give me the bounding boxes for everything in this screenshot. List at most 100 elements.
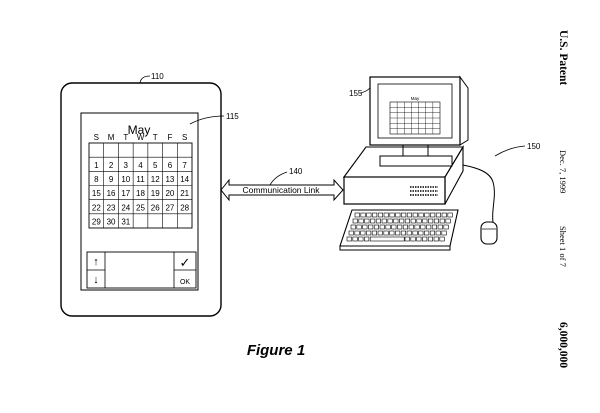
keyboard-key — [352, 236, 358, 242]
keyboard-key — [358, 236, 364, 242]
keyboard-key — [404, 236, 410, 242]
monitor-calendar-month: May — [411, 96, 420, 101]
calendar-date[interactable]: 25 — [136, 203, 145, 212]
keyboard-key — [412, 230, 418, 236]
keyboard-key — [369, 236, 405, 242]
calendar-date[interactable]: 9 — [109, 175, 114, 184]
keyboard-key — [391, 224, 397, 230]
link-double-arrow — [220, 178, 344, 202]
figure-caption: Figure 1 — [247, 342, 305, 359]
calendar-date[interactable]: 16 — [107, 189, 116, 198]
keyboard-key — [397, 224, 403, 230]
calendar-date[interactable]: 5 — [153, 161, 158, 170]
keyboard-key — [418, 230, 424, 236]
keyboard-key — [395, 230, 401, 236]
calendar-date[interactable]: 29 — [92, 218, 101, 227]
calendar-date[interactable]: 4 — [138, 161, 143, 170]
calendar-date[interactable]: 30 — [107, 218, 116, 227]
calendar-date[interactable]: 24 — [121, 203, 130, 212]
calendar-date[interactable]: 26 — [151, 203, 160, 212]
calendar-month: May — [128, 123, 151, 137]
keyboard-key — [441, 212, 447, 218]
keyboard-key — [379, 224, 385, 230]
keyboard-key — [368, 224, 374, 230]
scroll-down-icon[interactable]: ↓ — [93, 274, 99, 286]
keyboard-key — [435, 230, 441, 236]
calendar-date[interactable]: 20 — [165, 189, 174, 198]
keyboard-key — [435, 212, 442, 218]
keyboard-key — [352, 218, 358, 224]
keyboard-key — [447, 212, 453, 218]
mouse-cable — [462, 164, 495, 223]
calendar-weekday: M — [108, 133, 115, 142]
keyboard-key — [428, 218, 434, 224]
calendar-date[interactable]: 2 — [109, 161, 114, 170]
calendar-date[interactable]: 3 — [124, 161, 129, 170]
keyboard-outline — [339, 209, 459, 247]
keyboard-key — [346, 236, 352, 242]
check-icon[interactable]: ✓ — [180, 255, 191, 270]
keyboard-key — [370, 218, 376, 224]
keyboard-key — [372, 212, 378, 218]
communication-link: Communication Link 140 — [220, 167, 344, 202]
ref-label-155: 155 — [349, 89, 363, 98]
calendar-date[interactable]: 12 — [151, 175, 160, 184]
patent-sheet: Sheet 1 of 7 — [558, 226, 568, 267]
calendar-date[interactable]: 19 — [151, 189, 160, 198]
keyboard-key — [358, 218, 364, 224]
calendar-date[interactable]: 22 — [92, 203, 101, 212]
calendar-date[interactable]: 27 — [165, 203, 174, 212]
keyboard-key — [400, 230, 407, 236]
monitor-side — [459, 75, 469, 146]
calendar-weekday: S — [182, 133, 187, 142]
ref-leader-155 — [359, 87, 371, 94]
ref-label-150: 150 — [527, 142, 541, 151]
calendar-date[interactable]: 1 — [94, 161, 99, 170]
keyboard-key — [408, 224, 414, 230]
keyboard-keys — [346, 212, 453, 242]
calendar-date[interactable]: 7 — [182, 161, 187, 170]
keyboard-key — [424, 212, 430, 218]
calendar-date[interactable]: 14 — [180, 175, 189, 184]
calendar-date[interactable]: 23 — [107, 203, 116, 212]
calendar-date[interactable]: 8 — [94, 175, 99, 184]
ref-label-110: 110 — [151, 72, 164, 81]
ref-leader-140 — [269, 171, 288, 186]
keyboard-key — [426, 224, 432, 230]
keyboard-key — [375, 218, 382, 224]
calendar-date[interactable]: 17 — [121, 189, 130, 198]
calendar-date[interactable]: 15 — [92, 189, 101, 198]
keyboard-key — [416, 218, 422, 224]
keyboard-key — [404, 218, 411, 224]
keyboard-key — [354, 212, 360, 218]
scroll-up-icon[interactable]: ↑ — [93, 256, 99, 268]
calendar-date[interactable]: 13 — [165, 175, 174, 184]
ok-button[interactable]: OK — [180, 279, 190, 286]
pda-screen — [80, 112, 199, 291]
calendar-date[interactable]: 21 — [180, 189, 189, 198]
keyboard-key — [412, 212, 418, 218]
keyboard-key — [387, 218, 393, 224]
calendar-date[interactable]: 11 — [136, 175, 145, 184]
case-front — [343, 176, 446, 205]
calendar-date[interactable]: 31 — [121, 218, 130, 227]
link-label: Communication Link — [242, 185, 320, 195]
keyboard-key — [383, 230, 389, 236]
calendar-date[interactable]: 6 — [168, 161, 173, 170]
keyboard-key — [437, 224, 443, 230]
mouse — [480, 221, 498, 245]
keyboard-key — [429, 230, 436, 236]
keyboard-key — [383, 212, 389, 218]
calendar-date[interactable]: 10 — [121, 175, 130, 184]
monitor-base — [379, 155, 453, 167]
ref-leader-110 — [139, 75, 151, 84]
calendar-date[interactable]: 28 — [180, 203, 189, 212]
calendar-date[interactable]: 18 — [136, 189, 145, 198]
case-side — [444, 145, 464, 205]
calendar-weekday: W — [137, 133, 145, 142]
calendar-weekday: T — [123, 133, 128, 142]
keyboard-key — [427, 236, 434, 242]
